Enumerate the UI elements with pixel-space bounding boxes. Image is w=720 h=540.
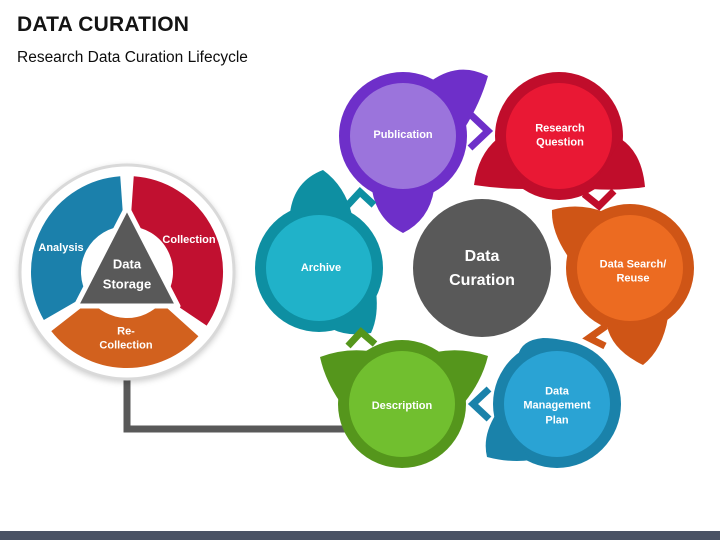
research-question-inner	[506, 83, 612, 189]
description-label: Description	[371, 399, 433, 412]
storage-triangle	[73, 204, 181, 309]
publication-label: Publication	[373, 128, 433, 141]
research-question-spike	[474, 139, 526, 189]
re-collection-label: Re- Collection	[99, 325, 153, 352]
analysis-label: Analysis	[38, 241, 84, 254]
chevron-down-left-icon	[582, 323, 609, 350]
research-question-tail	[591, 139, 645, 190]
data-search-reuse-inner	[577, 215, 683, 321]
analysis-segment	[31, 176, 125, 320]
chevron-up-icon	[344, 187, 377, 209]
chevron-down-icon	[581, 188, 617, 211]
bottom-accent-bar	[0, 531, 720, 540]
data-search-reuse-spike	[551, 206, 604, 258]
description-left-spike	[320, 350, 369, 402]
data-management-plan-spike	[518, 338, 575, 356]
description-right-spike	[436, 350, 488, 403]
data-management-plan-tail	[485, 414, 531, 461]
data-management-plan-petal	[485, 338, 621, 468]
data-management-plan-inner	[504, 351, 610, 457]
archive-inner	[266, 215, 372, 321]
collection-segment	[129, 176, 223, 326]
data-search-reuse-tail	[607, 317, 668, 365]
archive-petal	[255, 170, 383, 335]
archive-label: Archive	[300, 261, 342, 274]
data-management-plan-label: Data Management Plan	[523, 385, 591, 427]
archive-tail	[332, 291, 377, 335]
publication-petal	[339, 69, 488, 233]
connector-line	[123, 376, 352, 433]
collection-label: Collection	[162, 233, 216, 246]
re-collection-segment	[51, 299, 199, 368]
page-title: DATA CURATION	[17, 13, 190, 36]
chevron-up-left-icon	[345, 327, 378, 349]
data-curation-cycle	[255, 69, 694, 468]
data-curation-label: Data Curation	[449, 248, 515, 289]
publication-tail	[372, 190, 434, 233]
research-question-petal	[474, 72, 645, 200]
description-inner	[349, 351, 455, 457]
data-storage-cycle	[18, 163, 236, 381]
research-question-label: Research Question	[535, 122, 585, 149]
chevron-right-icon	[467, 111, 494, 151]
data-storage-label: Data Storage	[102, 256, 152, 292]
chevron-left-icon	[467, 386, 492, 422]
data-search-reuse-label: Data Search/ Reuse	[599, 258, 667, 285]
page-subtitle: Research Data Curation Lifecycle	[17, 49, 248, 66]
description-petal	[320, 340, 488, 468]
data-search-reuse-petal	[551, 204, 694, 365]
publication-spike	[431, 69, 488, 129]
publication-inner	[350, 83, 456, 189]
archive-spike	[290, 170, 352, 215]
data-curation-hub	[407, 193, 557, 343]
